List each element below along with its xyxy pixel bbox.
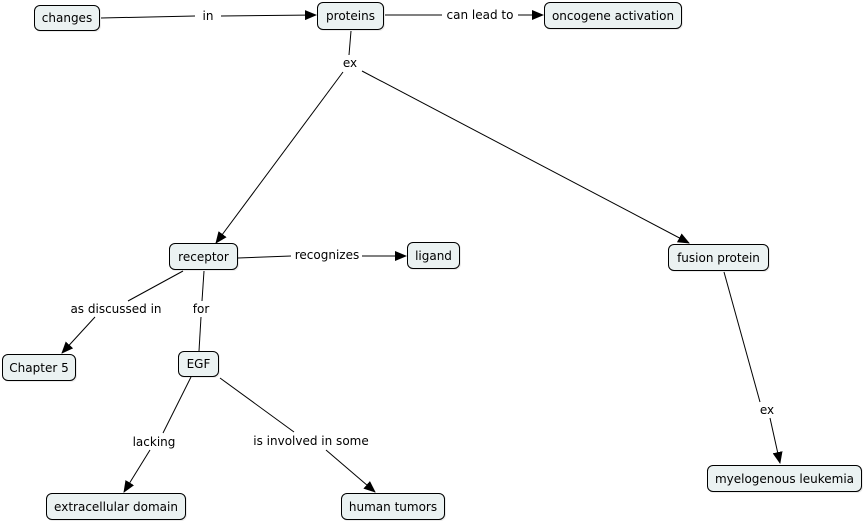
link-label-as-discussed-in: as discussed in	[67, 302, 165, 316]
edge-fusion-ex	[723, 271, 761, 403]
node-fusion-protein[interactable]: fusion protein	[668, 244, 769, 271]
link-label-ex-proteins: ex	[339, 56, 361, 70]
edge-lacking-extracellular	[123, 449, 151, 493]
edge-egf-lacking	[162, 376, 192, 434]
link-label-can-lead-to: can lead to	[443, 8, 517, 22]
node-oncogene-activation[interactable]: oncogene activation	[544, 2, 682, 29]
edge-ex-leukemia	[769, 417, 783, 464]
node-extracellular-domain[interactable]: extracellular domain	[46, 493, 186, 520]
node-human-tumors[interactable]: human tumors	[341, 493, 445, 520]
edge-changes-in	[100, 15, 196, 19]
edge-egf-involved	[219, 377, 295, 433]
node-egf[interactable]: EGF	[178, 351, 219, 377]
link-label-lacking: lacking	[129, 435, 179, 449]
link-label-ex-fusion: ex	[756, 403, 778, 417]
link-label-for: for	[189, 302, 213, 316]
link-label-in: in	[199, 9, 217, 23]
node-changes[interactable]: changes	[34, 5, 100, 31]
edge-receptor-asdiscussed	[127, 270, 184, 302]
edge-for-egf	[198, 316, 202, 352]
edge-involved-tumors	[325, 449, 376, 493]
edge-ex-fusion	[361, 70, 690, 244]
node-ligand[interactable]: ligand	[407, 242, 460, 269]
edge-receptor-recognizes	[237, 255, 292, 259]
node-chapter-5[interactable]: Chapter 5	[2, 354, 76, 381]
edge-ex-receptor	[215, 71, 344, 244]
node-proteins[interactable]: proteins	[317, 2, 384, 30]
edge-in-proteins	[220, 10, 317, 21]
node-myelogenous-leukemia[interactable]: myelogenous leukemia	[707, 465, 862, 492]
edge-receptor-for	[201, 270, 205, 302]
edge-proteins-ex	[348, 30, 352, 56]
edge-asdiscussed-chapter5	[61, 316, 96, 354]
link-label-is-involved-in-some: is involved in some	[250, 434, 372, 448]
link-label-recognizes: recognizes	[291, 248, 363, 262]
node-receptor[interactable]: receptor	[169, 243, 238, 270]
